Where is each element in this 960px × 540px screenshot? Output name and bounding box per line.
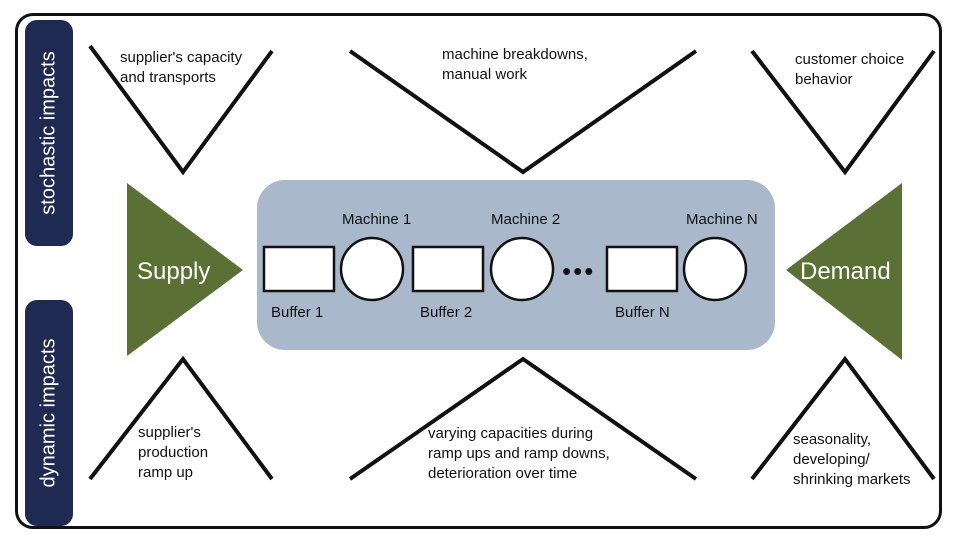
supply-label: Supply — [137, 258, 211, 285]
impact-shape-top-left — [88, 44, 274, 176]
buffer-n-label: Buffer N — [615, 304, 670, 321]
buffer-2-label: Buffer 2 — [420, 304, 473, 321]
impact-shape-bottom-center — [348, 356, 698, 481]
impact-text-top-right: customer choice behavior — [795, 51, 905, 88]
impact-shape-bottom-right — [750, 355, 936, 481]
impact-text-bottom-right: seasonality, developing/ shrinking marke… — [793, 431, 911, 488]
demand-label: Demand — [800, 258, 891, 285]
impact-shape-top-right — [750, 49, 936, 176]
machine-1-circle — [339, 236, 405, 302]
impact-text-bottom-center: varying capacities during ramp ups and r… — [428, 425, 610, 482]
machine-n-circle — [682, 236, 748, 302]
supply-triangle — [127, 183, 243, 356]
buffer-1-label: Buffer 1 — [271, 304, 324, 321]
stochastic-impacts-tab: stochastic impacts — [25, 20, 73, 246]
impact-shape-bottom-left — [88, 355, 274, 481]
machine-n-label: Machine N — [686, 211, 758, 228]
machine-2-label: Machine 2 — [491, 211, 561, 228]
buffer-n-box — [605, 245, 679, 293]
impact-text-top-center: machine breakdowns, manual work — [442, 46, 588, 83]
dynamic-impacts-label: dynamic impacts — [37, 338, 60, 488]
machine-1-label: Machine 1 — [342, 211, 412, 228]
demand-triangle — [786, 183, 902, 360]
impact-shape-top-center — [348, 49, 698, 175]
stochastic-impacts-label: stochastic impacts — [37, 51, 60, 215]
buffer-1-box — [262, 245, 336, 293]
dynamic-impacts-tab: dynamic impacts — [25, 300, 73, 526]
impact-text-top-left: supplier's capacity and transports — [120, 49, 243, 86]
buffer-2-box — [411, 245, 485, 293]
ellipsis-dots: ••• — [562, 256, 596, 286]
impact-text-bottom-left: supplier's production ramp up — [138, 424, 209, 481]
machine-2-circle — [489, 236, 555, 302]
